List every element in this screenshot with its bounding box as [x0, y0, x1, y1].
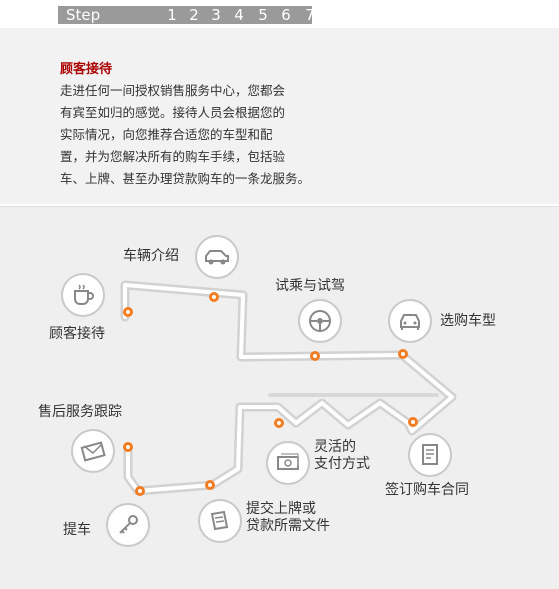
description-line: 走进任何一间授权销售服务中心，您都会	[60, 83, 286, 98]
step-2-link[interactable]: 2	[189, 6, 199, 24]
step-dot-pickup[interactable]	[135, 486, 145, 496]
step-9-link[interactable]: 9	[351, 6, 361, 24]
step-dot-after-sales[interactable]	[123, 442, 133, 452]
car-front-icon[interactable]	[388, 299, 432, 343]
description-line: 有宾至如归的感觉。接待人员会根据您的	[60, 105, 286, 120]
step-dot-reception[interactable]	[123, 307, 133, 317]
step-dot-car-intro[interactable]	[209, 292, 219, 302]
step-7-link[interactable]: 7	[305, 6, 315, 24]
step-dot-test-drive[interactable]	[310, 351, 320, 361]
label-documents-line2: 贷款所需文件	[246, 518, 330, 534]
step-4-link[interactable]: 4	[234, 6, 244, 24]
envelope-icon[interactable]	[71, 429, 115, 473]
step-dot-contract[interactable]	[408, 417, 418, 427]
documents-icon[interactable]	[198, 499, 242, 543]
label-documents-line1: 提交上牌或	[246, 501, 316, 517]
step-dot-payment[interactable]	[274, 418, 284, 428]
step-bar: Step 1 2 3 4 5 6 7 8 9	[58, 6, 361, 24]
step-dot-choose-model[interactable]	[398, 349, 408, 359]
description-line: 实际情况，向您推荐合适您的车型和配	[60, 127, 273, 142]
coffee-cup-icon[interactable]	[61, 273, 105, 317]
steering-wheel-icon[interactable]	[298, 299, 342, 343]
intro-panel: 顾客接待 走进任何一间授权销售服务中心，您都会 有宾至如归的感觉。接待人员会根据…	[0, 28, 559, 204]
label-payment-line2: 支付方式	[314, 456, 370, 472]
label-choose-model: 选购车型	[440, 313, 496, 329]
step-6-link[interactable]: 6	[281, 6, 291, 24]
label-payment: 灵活的 支付方式	[314, 439, 370, 473]
step-5-link[interactable]: 5	[258, 6, 268, 24]
label-reception: 顾客接待	[49, 326, 105, 342]
step-3-link[interactable]: 3	[211, 6, 221, 24]
label-pickup: 提车	[63, 522, 91, 538]
money-icon[interactable]	[266, 441, 310, 485]
key-icon[interactable]	[106, 503, 150, 547]
contract-icon[interactable]	[408, 433, 452, 477]
step-dot-documents[interactable]	[205, 480, 215, 490]
label-test-drive: 试乘与试驾	[275, 278, 345, 294]
label-car-intro: 车辆介绍	[123, 248, 179, 264]
step-label: Step	[66, 6, 101, 24]
step-1-link[interactable]: 1	[167, 6, 177, 24]
process-flow-diagram: 顾客接待 车辆介绍 试乘与试驾 选购车型 签订购车合同 灵活的 支付方式 提交上…	[0, 206, 559, 589]
label-sign-contract: 签订购车合同	[385, 482, 469, 498]
section-description: 走进任何一间授权销售服务中心，您都会 有宾至如归的感觉。接待人员会根据您的 实际…	[60, 80, 350, 190]
description-line: 置，并为您解决所有的购车手续，包括验	[60, 149, 286, 164]
label-payment-line1: 灵活的	[314, 439, 356, 455]
label-after-sales: 售后服务跟踪	[38, 404, 122, 420]
section-title: 顾客接待	[60, 62, 113, 77]
car-side-icon[interactable]	[195, 235, 239, 279]
label-documents: 提交上牌或 贷款所需文件	[246, 501, 330, 535]
description-line: 车、上牌、甚至办理贷款购车的一条龙服务。	[60, 171, 311, 186]
step-8-link[interactable]: 8	[328, 6, 338, 24]
